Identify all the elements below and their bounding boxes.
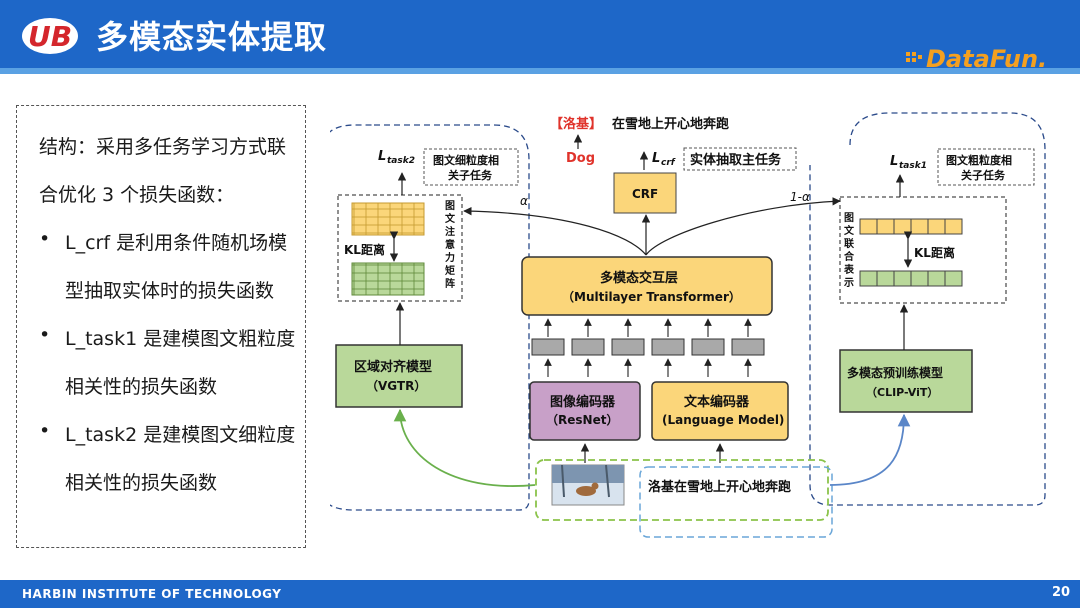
- bullet-icon: •: [39, 228, 51, 250]
- bullet-1-line-1: L_crf 是利用条件随机场模: [65, 232, 288, 254]
- svg-text:UB: UB: [28, 20, 72, 53]
- clip-label-2: （CLIP-ViT）: [866, 386, 938, 399]
- image-encoder-label-1: 图像编码器: [550, 394, 616, 410]
- summary-panel: 结构：采用多任务学习方式联 合优化 3 个损失函数： • L_crf 是利用条件…: [16, 105, 306, 548]
- vgtr-box: [335, 344, 463, 408]
- image-encoder-label-2: （ResNet）: [546, 412, 618, 427]
- brand-text: DataFun.: [926, 45, 1047, 73]
- transformer-box: [521, 256, 773, 316]
- clip-box: [839, 349, 973, 413]
- fine-task-box: [423, 148, 519, 186]
- image-encoder-box: [529, 381, 641, 441]
- fine-task-line-1: 图文细粒度相: [433, 153, 499, 167]
- one-minus-alpha-label: 1-α: [790, 190, 810, 204]
- alpha-label: α: [520, 194, 528, 208]
- right-task-region: [809, 112, 1046, 506]
- bullet-2-line-2: 相关性的损失函数: [65, 376, 218, 398]
- input-sentence: 洛基在雪地上开心地奔跑: [648, 479, 791, 495]
- joint-char: 图: [844, 212, 854, 224]
- coarse-task-box: [937, 148, 1035, 186]
- joint-char: 合: [843, 250, 855, 263]
- header-stripe: [0, 68, 1080, 74]
- token-row: [531, 338, 765, 356]
- attn-char: 力: [445, 251, 455, 264]
- summary-line-2: 合优化 3 个损失函数：: [39, 184, 235, 206]
- vgtr-label-2: （VGTR）: [366, 378, 426, 393]
- text-encoder-box: [651, 381, 789, 441]
- attn-char: 意: [445, 238, 455, 251]
- bullet-icon: •: [39, 420, 51, 442]
- fine-task-line-2: 关子任务: [448, 168, 493, 182]
- main-task-box: [683, 147, 797, 171]
- attn-char: 文: [445, 212, 456, 225]
- vgtr-label-1: 区域对齐模型: [354, 359, 432, 375]
- architecture-diagram: 【洛基】 在雪地上开心地奔跑 Dog L crf 实体抽取主任务 CRF L t…: [330, 105, 1050, 548]
- bullet-2-line-1: L_task1 是建模图文粗粒度: [65, 328, 296, 350]
- snow-dog-image: [551, 464, 625, 506]
- summary-line-1: 结构：采用多任务学习方式联: [39, 136, 287, 158]
- joint-char: 示: [844, 277, 854, 289]
- loss-task1-label: L: [890, 154, 898, 169]
- header-bar: [0, 0, 1080, 68]
- text-input-region: [639, 466, 833, 538]
- output-entity-tag: 【洛基】: [550, 116, 602, 132]
- joint-char: 表: [843, 263, 855, 276]
- bullet-3-line-1: L_task2 是建模图文细粒度: [65, 424, 296, 446]
- loss-task2-label: L: [378, 149, 386, 164]
- loss-task2-subscript: task2: [387, 156, 415, 166]
- output-sentence: 在雪地上开心地奔跑: [612, 116, 729, 132]
- crf-label: CRF: [632, 187, 658, 201]
- page-title: 多模态实体提取: [96, 18, 328, 56]
- datafun-logo-icon: DataFun.: [906, 45, 1047, 73]
- image-embedding-row: [859, 270, 963, 287]
- bullet-3-line-2: 相关性的损失函数: [65, 472, 218, 494]
- text-embedding-row: [859, 218, 963, 235]
- text-encoder-label-1: 文本编码器: [684, 394, 750, 410]
- footer-institution: HARBIN INSTITUTE OF TECHNOLOGY: [22, 587, 282, 601]
- input-region: [535, 459, 829, 521]
- page-number: 20: [1052, 585, 1071, 600]
- attn-char: 注: [445, 225, 455, 238]
- loss-crf-label: L: [652, 151, 660, 166]
- kl-distance-left: KL距离: [344, 242, 385, 257]
- joint-char: 文: [844, 224, 855, 237]
- coarse-task-line-2: 关子任务: [961, 168, 1006, 182]
- text-encoder-label-2: (Language Model): [662, 413, 784, 427]
- clip-label-1: 多模态预训练模型: [847, 365, 943, 380]
- joint-char: 联: [844, 237, 854, 250]
- loss-crf-subscript: crf: [661, 158, 676, 168]
- transformer-label-1: 多模态交互层: [600, 270, 678, 286]
- hit-logo-icon: UB: [22, 18, 78, 54]
- crf-box: [613, 172, 677, 214]
- bullet-icon: •: [39, 324, 51, 346]
- kl-distance-right: KL距离: [914, 245, 955, 260]
- attention-matrix-grid-image: [351, 262, 425, 296]
- attn-char: 矩: [445, 264, 455, 277]
- left-task-region: [330, 124, 530, 511]
- attn-char: 阵: [445, 277, 455, 290]
- transformer-label-2: （Multilayer Transformer）: [562, 289, 741, 304]
- coarse-task-line-1: 图文粗粒度相: [946, 153, 1012, 167]
- footer-bar: [0, 580, 1080, 608]
- attention-matrix-grid-text: [351, 202, 425, 236]
- loss-task1-subscript: task1: [899, 161, 927, 171]
- main-task-label: 实体抽取主任务: [690, 152, 782, 168]
- attn-char: 图: [445, 200, 455, 212]
- output-label-dog: Dog: [566, 151, 595, 166]
- bullet-1-line-2: 型抽取实体时的损失函数: [65, 280, 275, 302]
